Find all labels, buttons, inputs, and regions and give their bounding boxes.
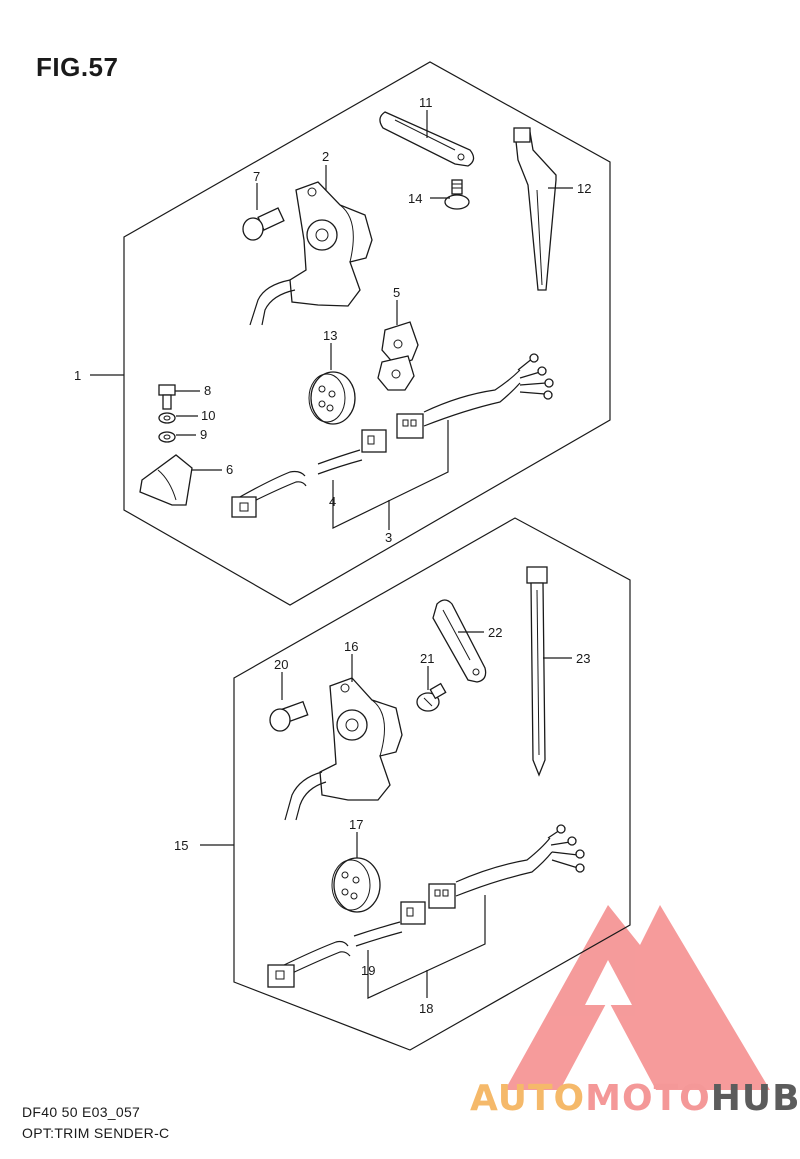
callout-4: 4 [329,494,336,509]
part-cable-tie-23 [526,566,548,777]
callout-21: 21 [420,651,434,666]
part-grommet-17 [331,857,381,913]
callout-22: 22 [488,625,502,640]
callout-9: 9 [200,427,207,442]
part-trim-sender-16 [284,677,403,821]
watermark-auto: AUTO [470,1078,586,1119]
part-cable-tie-12 [513,127,557,291]
part-bolt-7 [242,207,285,241]
watermark-moto: MOTO [585,1078,711,1119]
part-bracket-6 [139,454,193,506]
callout-11: 11 [419,95,433,110]
callout-20: 20 [274,657,288,672]
watermark-text: AUTOMOTOHUB [470,1078,800,1119]
callout-1: 1 [74,368,81,383]
callout-12: 12 [577,181,591,196]
callout-16: 16 [344,639,358,654]
part-clamp-5 [377,321,419,391]
part-strap-22 [432,599,487,683]
part-bolt-20 [269,700,309,732]
callout-13: 13 [323,328,337,343]
assembly-upper: 1 2 3 4 5 6 7 8 9 10 11 12 13 14 [74,61,611,606]
part-bolt-8 [158,384,176,410]
assembly-lower: 15 16 17 18 19 20 21 22 23 [174,517,631,1051]
callout-15: 15 [174,838,188,853]
callout-2: 2 [322,149,329,164]
assembly-outline-lower [233,517,631,1051]
part-screw-14 [444,179,470,210]
assembly-outline-upper [123,61,611,606]
figure-subtitle: OPT:TRIM SENDER-C [22,1125,170,1141]
callout-3: 3 [385,530,392,545]
callout-17: 17 [349,817,363,832]
watermark-hub: HUB [710,1078,800,1119]
part-harness-18 [267,824,585,999]
part-harness-3 [231,353,554,530]
part-strap-11 [379,111,475,167]
callout-6: 6 [226,462,233,477]
callout-7: 7 [253,169,260,184]
callout-5: 5 [393,285,400,300]
callout-10: 10 [201,408,215,423]
callout-19: 19 [361,963,375,978]
callout-14: 14 [408,191,422,206]
part-washer-10 [158,412,176,424]
part-washer-9 [158,431,176,443]
part-screw-21 [416,682,447,712]
callout-23: 23 [576,651,590,666]
callout-18: 18 [419,1001,433,1016]
figure-title: FIG.57 [36,52,119,82]
callout-8: 8 [204,383,211,398]
part-trim-sender-2 [249,181,373,326]
part-grommet-13 [308,371,356,425]
figure-code: DF40 50 E03_057 [22,1104,141,1120]
watermark-logo-icon [505,905,770,1090]
